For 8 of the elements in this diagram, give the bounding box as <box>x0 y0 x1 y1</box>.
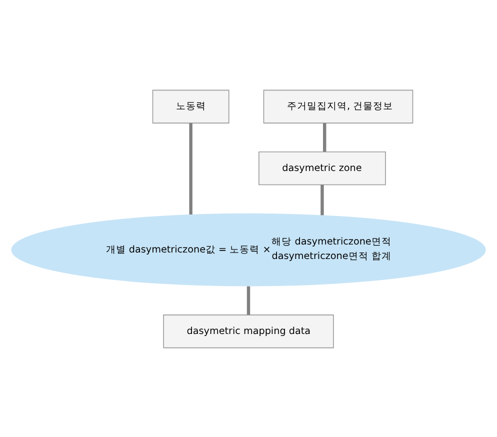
node-box: 주거밀집지역, 건물정보 <box>263 89 414 123</box>
connector <box>323 122 326 152</box>
node-box: 노동력 <box>152 89 230 123</box>
connector <box>320 184 324 215</box>
node-box: dasymetric mapping data <box>163 314 334 348</box>
connector <box>246 286 250 314</box>
connector <box>189 122 192 214</box>
node-box: dasymetric zone <box>258 151 386 185</box>
